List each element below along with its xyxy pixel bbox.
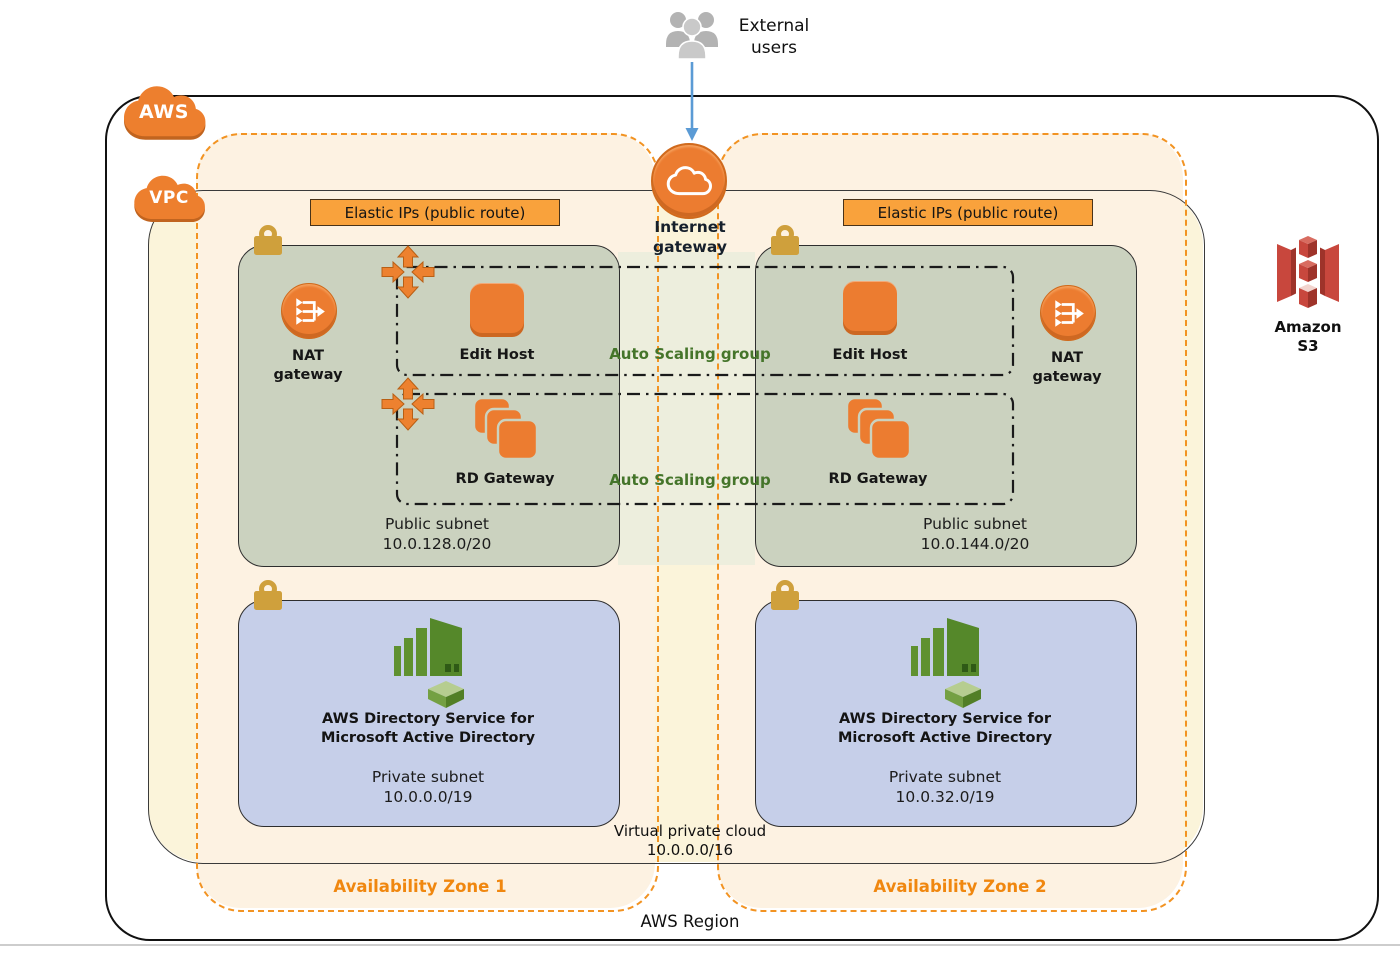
rd-gateway-label-az2: RD Gateway <box>828 471 928 487</box>
amazon-s3-label: Amazon S3 <box>1274 318 1342 356</box>
external-users-icon <box>666 12 718 60</box>
subnet-gap-band <box>618 252 755 565</box>
public-subnet-label-az1: Public subnet 10.0.128.0/20 <box>382 515 492 553</box>
directory-service-icon-az1 <box>394 618 464 708</box>
directory-service-label-az2: AWS Directory Service for Microsoft Acti… <box>837 711 1053 746</box>
private-subnet-label-az1: Private subnet 10.0.0.0/19 <box>371 768 485 806</box>
users-to-gateway-arrow <box>685 62 699 141</box>
nat-gateway-icon-az1 <box>281 283 337 339</box>
directory-service-label-az1: AWS Directory Service for Microsoft Acti… <box>320 711 536 746</box>
elastic-ips-label-az1: Elastic IPs (public route) <box>310 199 560 226</box>
elastic-ip-arrows-icon-2 <box>381 377 435 431</box>
elastic-ips-label-az2: Elastic IPs (public route) <box>843 199 1093 226</box>
external-users-label: External users <box>738 16 810 58</box>
elastic-ips-text: Elastic IPs (public route) <box>877 203 1059 222</box>
directory-service-icon-az2 <box>911 618 981 708</box>
availability-zone-2-border <box>717 133 1187 912</box>
edit-host-label-az2: Edit Host <box>832 347 908 363</box>
aws-badge-text: AWS <box>139 101 189 123</box>
nat-gateway-icon-az2 <box>1040 285 1096 341</box>
nat-gateway-label-az1: NAT gateway <box>273 348 343 383</box>
edit-host-label-az1: Edit Host <box>459 347 535 363</box>
nat-gateway-glyph <box>1055 300 1084 327</box>
amazon-s3-icon <box>1277 236 1339 308</box>
elastic-ips-text: Elastic IPs (public route) <box>344 203 526 222</box>
edit-host-icon-az1 <box>470 283 524 337</box>
availability-zone-1-label: Availability Zone 1 <box>333 877 507 896</box>
vpc-badge-text: VPC <box>149 188 189 208</box>
edit-host-icon-az2 <box>843 281 897 335</box>
public-subnet-label-az2: Public subnet 10.0.144.0/20 <box>920 515 1030 553</box>
vpc-cidr-label: Virtual private cloud 10.0.0.0/16 <box>613 822 767 860</box>
cloud-glyph <box>666 166 712 196</box>
nat-gateway-glyph <box>296 298 325 325</box>
lock-icon-public-az1 <box>254 225 282 255</box>
nat-gateway-label-az2: NAT gateway <box>1032 350 1102 385</box>
aws-region-label: AWS Region <box>640 912 740 931</box>
internet-gateway-label: Internet gateway <box>653 218 727 256</box>
lock-icon-private-az1 <box>254 580 282 610</box>
elastic-ip-arrows-icon-1 <box>381 245 435 299</box>
window-bottom-edge <box>0 944 1400 946</box>
rd-gateway-label-az1: RD Gateway <box>455 471 555 487</box>
private-subnet-label-az2: Private subnet 10.0.32.0/19 <box>888 768 1002 806</box>
auto-scaling-group-label-1: Auto Scaling group <box>609 345 771 363</box>
private-subnet-az1 <box>238 600 620 827</box>
internet-gateway-icon <box>651 143 727 219</box>
rd-gateway-icon-az1 <box>472 396 539 461</box>
lock-icon-private-az2 <box>771 580 799 610</box>
lock-icon-public-az2 <box>771 225 799 255</box>
availability-zone-1-border <box>196 133 659 912</box>
rd-gateway-icon-az2 <box>845 396 912 461</box>
private-subnet-az2 <box>755 600 1137 827</box>
auto-scaling-group-label-2: Auto Scaling group <box>609 471 771 489</box>
vpc-cloud-badge-icon <box>134 175 205 223</box>
aws-cloud-badge-icon <box>124 86 206 140</box>
availability-zone-2-label: Availability Zone 2 <box>873 877 1047 896</box>
